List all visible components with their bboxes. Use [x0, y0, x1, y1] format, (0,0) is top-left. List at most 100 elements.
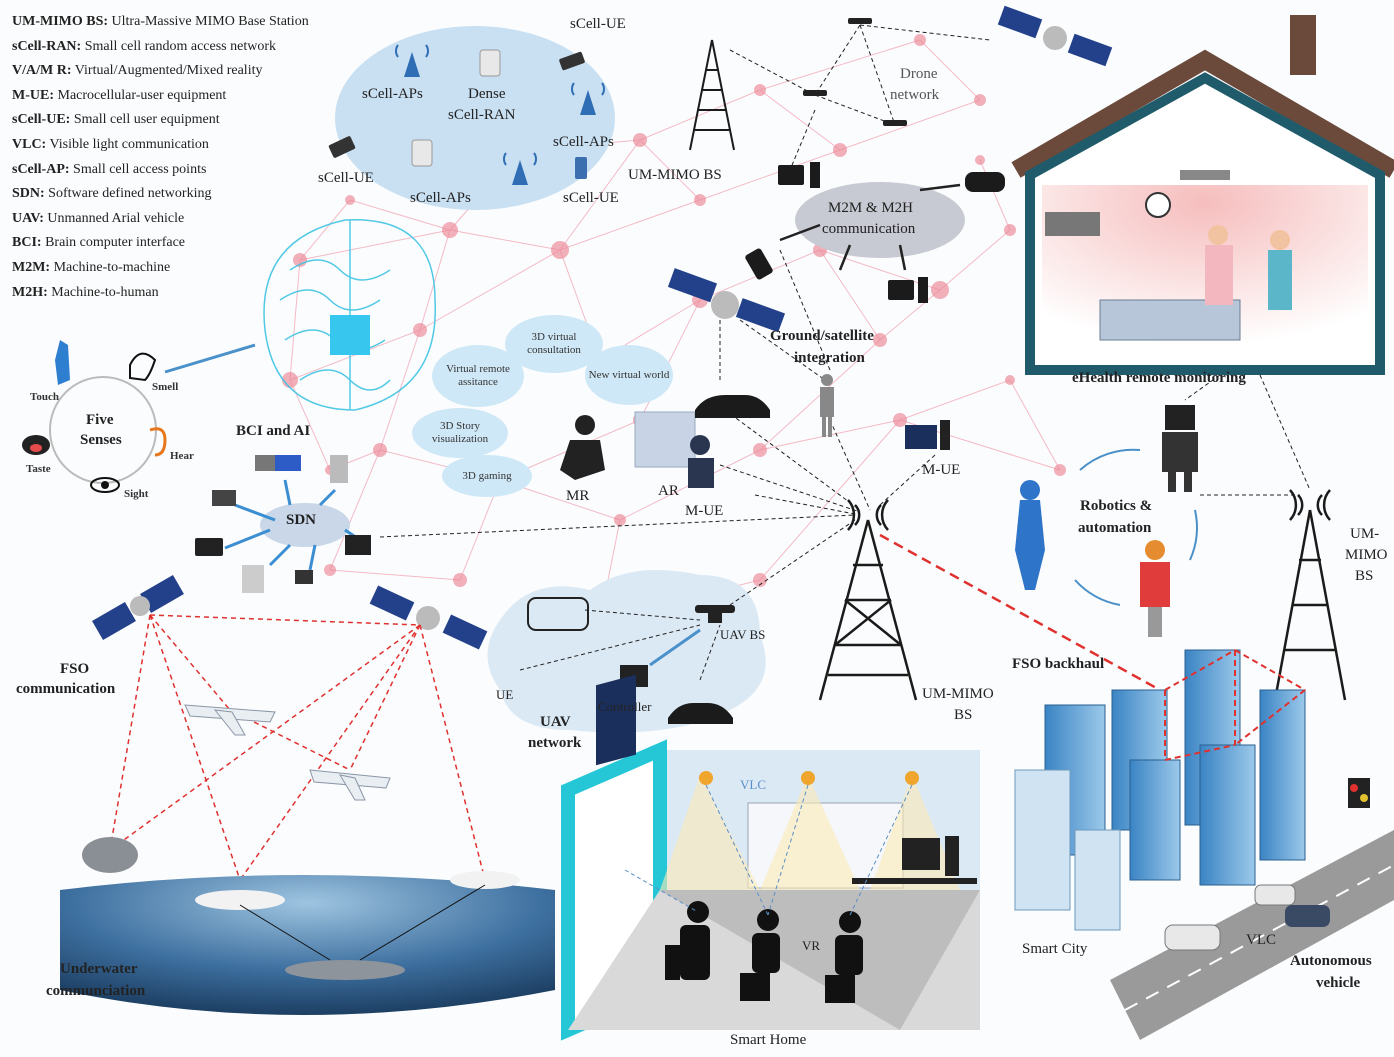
legend-abbr: sCell-RAN: — [12, 38, 82, 54]
label-scell-aps-3: sCell-APs — [410, 190, 471, 206]
vlc-links — [624, 784, 913, 916]
legend-desc: Visible light communication — [49, 136, 209, 152]
uav-drone — [695, 605, 735, 623]
sdn-to-bs-link — [379, 514, 856, 538]
legend-row: M-UE: Macrocellular-user equipment — [12, 84, 372, 109]
legend-desc: Machine-to-machine — [53, 259, 171, 275]
aircraft — [184, 704, 391, 801]
autonomous-cars — [1164, 884, 1330, 951]
legend-abbr: BCI: — [12, 235, 42, 251]
legend-row: V/A/M R: Virtual/Augmented/Mixed reality — [12, 59, 372, 84]
label-m-ue-right: M-UE — [922, 462, 961, 478]
legend-desc: Virtual/Augmented/Mixed reality — [74, 63, 263, 79]
label-m2m: M2M & M2H — [828, 200, 914, 216]
label-ehealth: eHealth remote monitoring — [1072, 370, 1246, 386]
m2m-arrows — [779, 183, 961, 271]
label-scell-ue-left: sCell-UE — [318, 170, 374, 186]
bci-chip — [330, 315, 370, 355]
label-m2m-communication: communication — [822, 221, 916, 237]
label-scell-ue-bottom: sCell-UE — [563, 190, 619, 206]
label-smart-home: Smart Home — [730, 1032, 807, 1048]
label-vlc-city: VLC — [1246, 932, 1276, 948]
legend-desc: Unmanned Arial vehicle — [47, 210, 185, 226]
sdn-devices — [195, 455, 371, 593]
drone-icons — [803, 18, 907, 126]
legend-desc: Small cell user equipment — [73, 112, 220, 128]
house-to-bs-link — [1259, 374, 1311, 491]
legend-abbr: sCell-UE: — [12, 112, 71, 128]
legend-row: SDN: Software defined networking — [12, 182, 372, 207]
label-senses: Senses — [80, 432, 122, 448]
um-mimo-tower-right — [1273, 489, 1347, 701]
legend-desc: Software defined networking — [48, 186, 212, 202]
traffic-light — [1348, 778, 1370, 808]
label-vr: VR — [802, 938, 821, 953]
ar-screen — [634, 411, 696, 468]
label-integration: integration — [794, 350, 865, 366]
city-road — [1110, 830, 1394, 1040]
controller-link — [649, 628, 701, 667]
ar-user — [688, 435, 714, 488]
label-hear: Hear — [170, 450, 194, 462]
abbreviation-legend: UM-MIMO BS: Ultra-Massive MIMO Base Stat… — [12, 10, 372, 305]
label-dense: Dense — [468, 86, 506, 102]
legend-row: UM-MIMO BS: Ultra-Massive MIMO Base Stat… — [12, 10, 372, 35]
sea-water — [60, 875, 555, 1015]
fso-backhaul-link — [879, 533, 1161, 692]
ground-person — [820, 374, 834, 437]
vr-bubble-gaming: 3D gaming — [442, 455, 532, 497]
sdn-cloud — [260, 503, 350, 547]
legend-abbr: M-UE: — [12, 87, 54, 103]
label-um-mimo-right-1: UM- — [1350, 526, 1380, 542]
legend-desc: Brain computer interface — [45, 235, 185, 251]
label-drone-network: network — [890, 87, 940, 103]
legend-abbr: V/A/M R: — [12, 63, 72, 79]
legend-desc: Ultra-Massive MIMO Base Station — [111, 14, 309, 29]
senses-to-brain-arrow — [164, 343, 256, 374]
label-touch: Touch — [30, 391, 59, 403]
legend-desc: Machine-to-human — [51, 284, 159, 300]
label-bs-center: BS — [954, 707, 973, 723]
legend-row: M2H: Machine-to-human — [12, 281, 372, 306]
legend-row: VLC: Visible light communication — [12, 133, 372, 158]
vr-bubble-new-world: New virtual world — [585, 345, 673, 405]
legend-desc: Macrocellular-user equipment — [57, 87, 227, 103]
smart-city-buildings — [1014, 649, 1306, 931]
legend-abbr: UM-MIMO BS: — [12, 14, 109, 29]
label-drone: Drone — [900, 66, 938, 82]
label-scell-ue-top: sCell-UE — [570, 16, 626, 32]
label-underwater: Underwater — [60, 961, 138, 977]
label-taste: Taste — [26, 463, 51, 475]
label-robotics: Robotics & — [1080, 498, 1153, 514]
label-ar: AR — [658, 483, 679, 499]
five-senses-ring — [49, 376, 157, 484]
fso-links — [109, 614, 486, 881]
scell-ran-cloud — [335, 26, 615, 210]
label-ue: UE — [496, 687, 514, 702]
label-uav-network: network — [528, 735, 582, 751]
legend-row: sCell-UE: Small cell user equipment — [12, 108, 372, 133]
label-underwater-communication: communciation — [46, 983, 146, 999]
scell-ap-icons — [328, 44, 605, 185]
smart-home-room — [561, 674, 980, 1041]
label-bci-ai: BCI and AI — [236, 423, 311, 439]
legend-desc: Small cell random access network — [84, 38, 276, 54]
label-smell: Smell — [152, 381, 179, 393]
legend-abbr: VLC: — [12, 136, 47, 152]
label-fso-backhaul: FSO backhaul — [1012, 656, 1105, 672]
ship-left — [195, 890, 285, 910]
label-controller: Controller — [598, 699, 652, 714]
ship-right — [450, 871, 520, 889]
drone-network — [729, 24, 991, 171]
label-vlc-home: VLC — [740, 777, 766, 792]
label-uav: UAV — [540, 714, 571, 730]
m2m-devices — [745, 162, 1005, 303]
satellite-right-fso — [369, 585, 488, 650]
label-fso-communication: communication — [16, 681, 116, 697]
label-um-mimo-right-2: MIMO — [1345, 547, 1388, 563]
label-automation: automation — [1078, 520, 1152, 536]
ehealth-house — [1011, 15, 1394, 375]
label-m-ue-center: M-UE — [685, 503, 724, 519]
label-sight: Sight — [124, 488, 149, 500]
legend-abbr: M2M: — [12, 259, 51, 275]
